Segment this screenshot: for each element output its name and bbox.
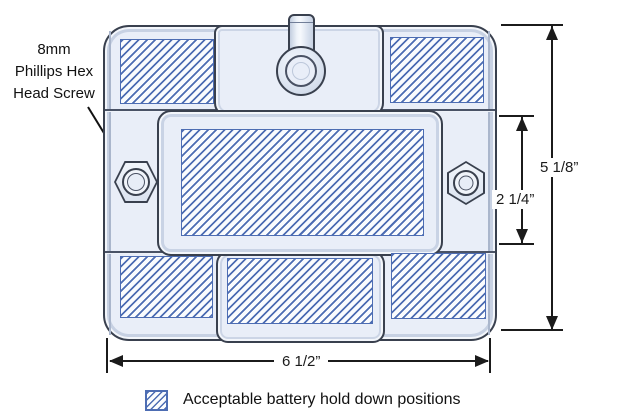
post-bore-detail-circle xyxy=(292,62,310,80)
arrow-up-icon xyxy=(516,117,528,131)
hatch-region-top-left xyxy=(120,39,214,104)
hatch-region-bottom-right xyxy=(391,253,486,319)
screw-head-inner-circle xyxy=(458,175,474,191)
dim-total-height-ext-bottom xyxy=(501,329,563,331)
dim-inner-height-label: 2 1/4” xyxy=(492,190,539,209)
dim-total-width-ext-left xyxy=(106,338,108,373)
left-rail-bevel-line xyxy=(109,31,111,335)
dim-inner-height-ext-bottom xyxy=(499,243,534,245)
dim-total-height-ext-top xyxy=(501,24,563,26)
screw-callout-line-2: Phillips Hex xyxy=(14,63,94,80)
dim-inner-height-line xyxy=(521,117,523,243)
arrow-left-icon xyxy=(109,355,123,367)
hex-screw-face xyxy=(116,163,156,201)
hatch-region-top-right xyxy=(390,37,484,103)
hatch-swatch-icon xyxy=(145,390,168,411)
arrow-right-icon xyxy=(475,355,489,367)
dim-total-width-ext-right xyxy=(489,338,491,373)
arrow-down-icon xyxy=(546,316,558,330)
right-rail-bevel-line xyxy=(488,31,490,335)
post-bore-circle xyxy=(285,55,317,87)
screw-callout-line-3: Head Screw xyxy=(13,85,95,102)
post-collar-line xyxy=(290,22,313,23)
hatch-region-center xyxy=(181,129,424,236)
screw-callout-label: 8mm Phillips Hex Head Screw xyxy=(4,39,104,105)
screw-callout-line-1: 8mm xyxy=(37,41,71,58)
dim-total-width-label: 6 1/2” xyxy=(274,352,329,371)
hex-screw-face xyxy=(449,163,483,203)
screw-head-inner-circle xyxy=(127,173,145,191)
dim-total-height-label: 5 1/8” xyxy=(536,158,583,177)
arrow-down-icon xyxy=(516,229,528,243)
dim-inner-height-ext-top xyxy=(499,115,534,117)
hex-screw-icon-left xyxy=(114,161,158,203)
dim-total-height-line xyxy=(551,26,553,330)
hatch-region-bottom-left xyxy=(120,256,213,318)
legend-label: Acceptable battery hold down positions xyxy=(183,391,461,408)
hatch-region-bottom-center xyxy=(227,258,373,324)
arrow-up-icon xyxy=(546,26,558,40)
